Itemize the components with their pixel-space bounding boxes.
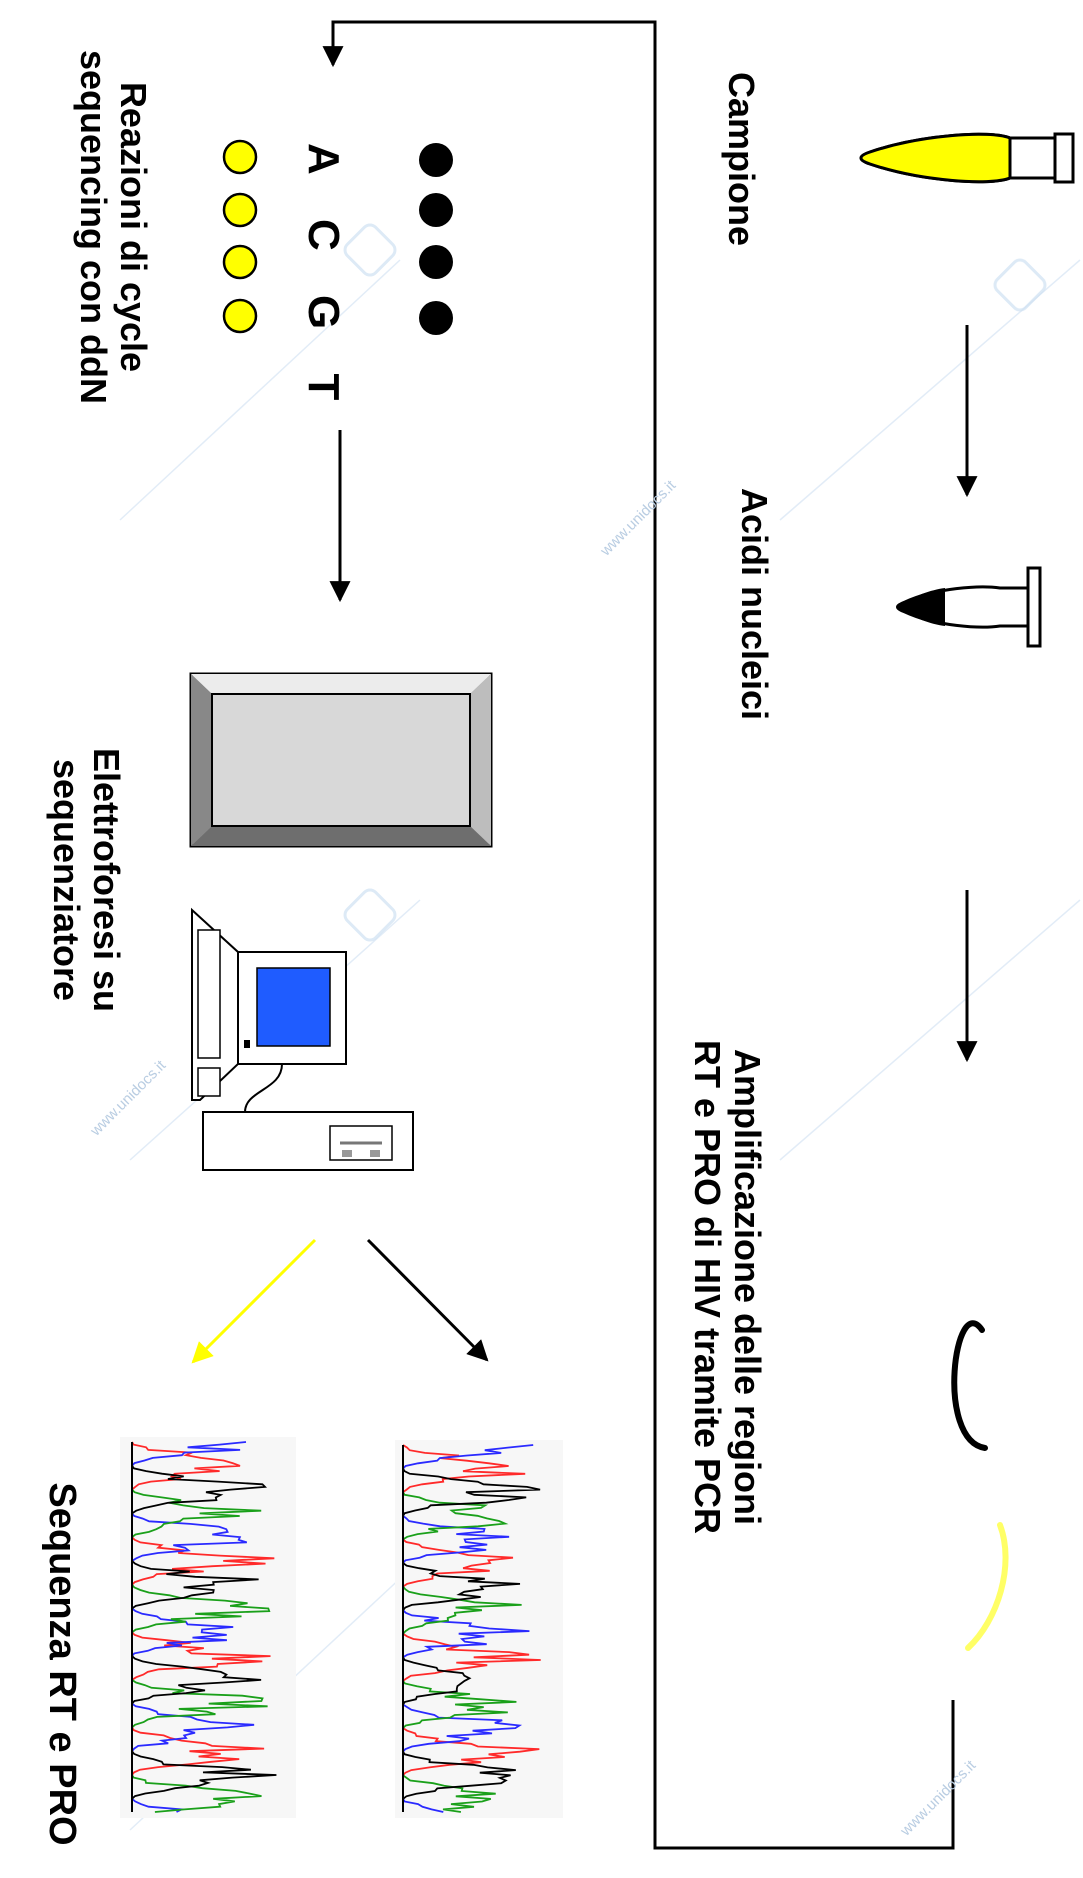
label-acidi-nucleici: Acidi nucleici xyxy=(736,459,774,749)
label-seq-text: Sequenza RT e PRO xyxy=(40,1479,83,1849)
nucleic-acid-tube-icon xyxy=(898,568,1041,646)
label-campione-text: Campione xyxy=(721,39,761,279)
base-t: T xyxy=(299,374,348,417)
label-reazioni: Reazioni di cycle sequencing con ddN xyxy=(69,37,153,417)
ddn-black-dots xyxy=(419,143,453,335)
sample-tube-icon xyxy=(861,134,1073,182)
base-a: A xyxy=(299,143,348,191)
label-amplificazione: Amplificazione delle regioni RT e PRO di… xyxy=(683,972,767,1602)
label-elet-line1: Elettroforesi su xyxy=(86,730,126,1030)
label-ampl-line1: Amplificazione delle regioni xyxy=(727,972,767,1602)
arrow-5 xyxy=(193,1240,315,1362)
label-reaz-line2: sequencing con ddN xyxy=(72,37,112,417)
base-row: A C G T xyxy=(299,143,348,333)
computer-icon xyxy=(192,910,413,1170)
label-acidi-text: Acidi nucleici xyxy=(734,459,774,749)
chromatogram-trace-2 xyxy=(120,1437,296,1818)
label-campione: Campione xyxy=(723,39,761,279)
pcr-fragment-yellow xyxy=(968,1525,1006,1648)
base-letters: A C G T xyxy=(302,143,348,333)
label-ampl-line2: RT e PRO di HIV tramite PCR xyxy=(686,972,726,1602)
label-sequenza: Sequenza RT e PRO xyxy=(43,1479,83,1849)
pcr-fragment-black xyxy=(954,1323,985,1448)
label-elettroforesi: Elettroforesi su sequenziatore xyxy=(42,730,126,1030)
arrow-4 xyxy=(368,1240,487,1360)
ddn-yellow-dots xyxy=(224,141,256,332)
label-reaz-line1: Reazioni di cycle xyxy=(113,37,153,417)
base-c: C xyxy=(299,219,348,267)
chromatogram-trace-1 xyxy=(395,1440,563,1818)
base-g: G xyxy=(299,295,348,345)
gel-box-icon xyxy=(191,674,491,846)
label-elet-line2: sequenziatore xyxy=(45,730,85,1030)
